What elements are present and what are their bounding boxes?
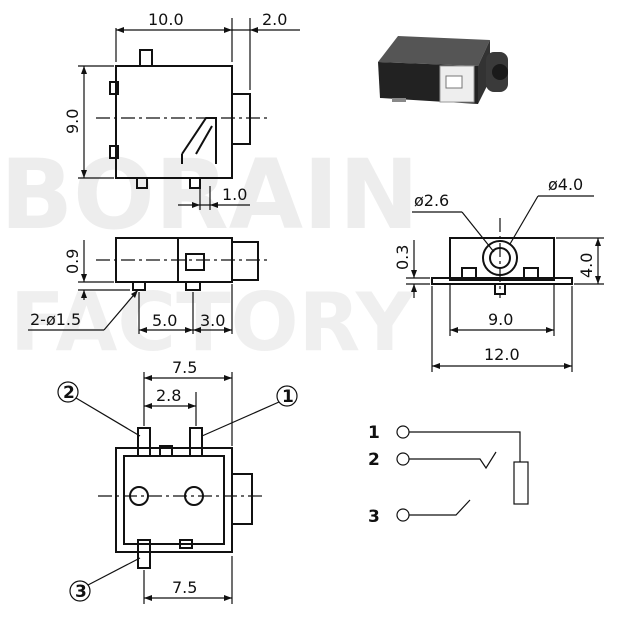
front-height-label: 4.0 (577, 253, 596, 278)
top-width-label: 10.0 (148, 10, 184, 29)
pin-marker-1: 1 (282, 387, 294, 407)
side-height-label: 0.9 (63, 249, 82, 274)
bottom-view: 7.5 2.8 7.5 2 1 3 (57, 358, 298, 604)
bottom-span-bottom-label: 7.5 (172, 578, 197, 597)
front-small-hole-label: ø2.6 (414, 191, 449, 210)
schematic-pin-3: 3 (368, 507, 380, 527)
schematic: 1 2 3 (368, 423, 529, 527)
bottom-pitch-label: 2.8 (156, 386, 181, 405)
top-pin-offset-label: 1.0 (222, 185, 247, 204)
top-view: 10.0 2.0 9.0 1.0 (63, 10, 300, 210)
front-large-hole-label: ø4.0 (548, 175, 583, 194)
audio-jack-photo (378, 36, 508, 104)
front-standoff-label: 0.3 (393, 245, 412, 270)
watermark: BORAIN FACTORY (0, 139, 419, 369)
svg-text:FACTORY: FACTORY (10, 276, 415, 369)
top-height-label: 9.0 (63, 109, 82, 134)
side-hole-label: 2-ø1.5 (30, 310, 81, 329)
front-outer-width-label: 12.0 (484, 345, 520, 364)
front-inner-width-label: 9.0 (488, 310, 513, 329)
front-view: ø2.6 ø4.0 0.3 4.0 9.0 12.0 (393, 175, 604, 372)
side-spacing-a-label: 5.0 (152, 311, 177, 330)
pin-marker-2: 2 (63, 383, 75, 403)
pin-marker-3: 3 (75, 582, 87, 602)
bottom-span-label: 7.5 (172, 358, 197, 377)
schematic-pin-1: 1 (368, 423, 380, 443)
side-spacing-b-label: 3.0 (200, 311, 225, 330)
side-view: 0.9 2-ø1.5 5.0 3.0 (28, 237, 268, 334)
top-offset-label: 2.0 (262, 10, 287, 29)
schematic-pin-2: 2 (368, 450, 380, 470)
